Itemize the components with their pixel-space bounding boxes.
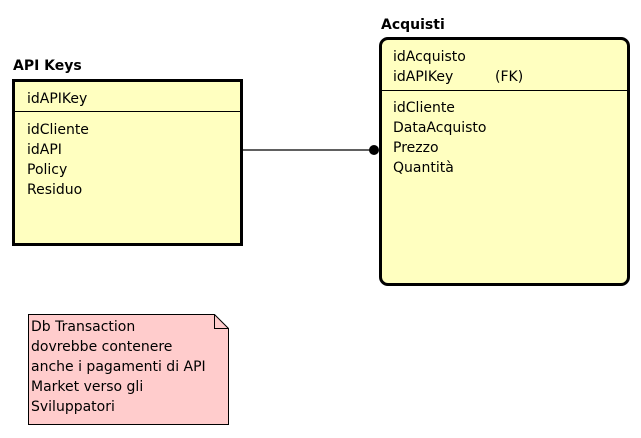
note-line-5: Sviluppatori (31, 399, 115, 415)
note-line-3: anche i pagamenti di API (31, 359, 206, 375)
api-keys-attr-residuo: Residuo (27, 182, 83, 198)
acquisti-fk-idapikey: idAPIKey (393, 69, 454, 85)
note-folded-corner-icon (214, 314, 229, 329)
acquisti-attr-idcliente: idCliente (393, 100, 455, 116)
note-shape (28, 314, 229, 425)
acquisti-entity-title: Acquisti (381, 17, 445, 33)
acquisti-attr-dataacquisto: DataAcquisto (393, 120, 487, 136)
acquisti-fk-tag: (FK) (495, 69, 524, 85)
note-text: Db Transaction dovrebbe contenere anche … (31, 317, 206, 417)
acquisti-attr-quantita: Quantità (393, 160, 454, 176)
relationship-many-dot-icon (369, 145, 379, 155)
note-line-2: dovrebbe contenere (31, 339, 173, 355)
acquisti-key-section (382, 40, 627, 91)
note[interactable]: Db Transaction dovrebbe contenere anche … (28, 314, 229, 425)
acquisti-entity[interactable]: idAcquisto idAPIKey (FK) idCliente DataA… (379, 37, 630, 286)
api-keys-key-section (15, 82, 240, 112)
api-keys-pk-idapikey: idAPIKey (27, 91, 88, 107)
api-keys-attr-idapi: idAPI (27, 142, 62, 158)
note-body (28, 314, 229, 425)
note-line-1: Db Transaction (31, 319, 136, 335)
api-keys-entity[interactable]: idAPIKey idCliente idAPI Policy Residuo (12, 79, 243, 246)
api-keys-attr-policy: Policy (27, 162, 68, 178)
acquisti-attr-prezzo: Prezzo (393, 140, 439, 156)
acquisti-pk-idacquisto: idAcquisto (393, 49, 466, 65)
api-keys-attr-idcliente: idCliente (27, 122, 89, 138)
api-keys-entity-title: API Keys (13, 58, 82, 74)
note-line-4: Market verso gli (31, 379, 144, 395)
